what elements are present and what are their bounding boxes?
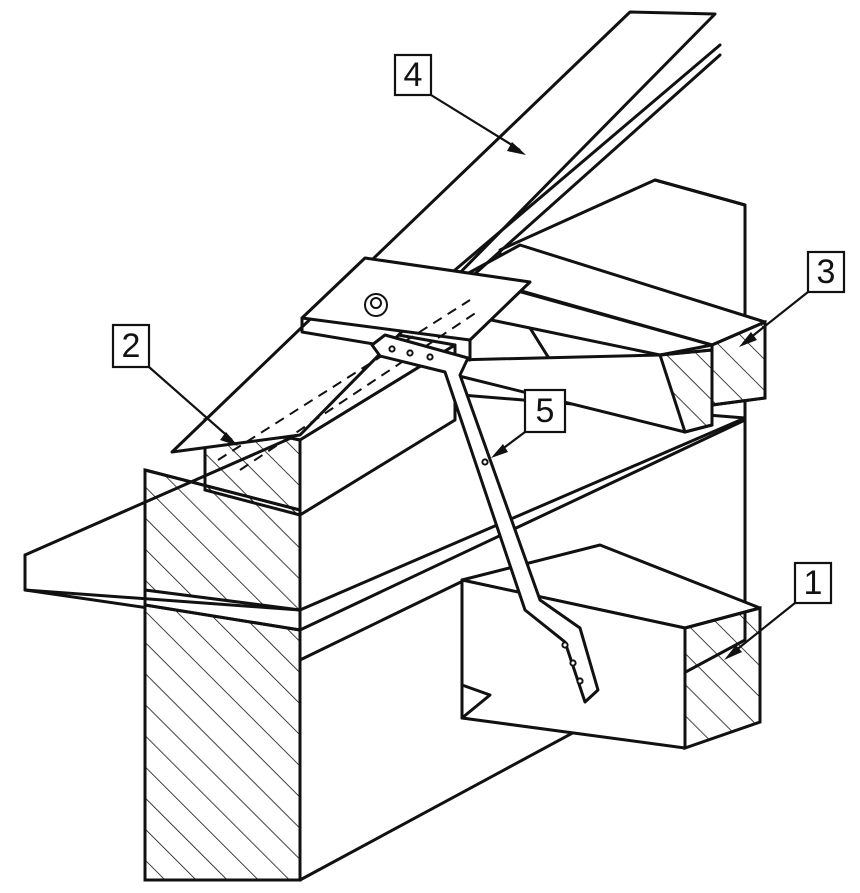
callout-3-label: 3 — [817, 253, 836, 291]
callout-5-label: 5 — [536, 392, 555, 430]
callout-2-label: 2 — [122, 327, 141, 365]
callout-5: 5 — [491, 388, 567, 458]
callout-3: 3 — [739, 250, 846, 347]
callout-1-label: 1 — [804, 564, 823, 602]
callout-4-label: 4 — [404, 56, 423, 94]
rafter — [170, 10, 722, 454]
cross-plank — [300, 256, 532, 362]
steel-strap — [370, 333, 600, 704]
hidden-rafter-lines — [217, 299, 481, 471]
callout-2: 2 — [111, 323, 238, 446]
callout-1: 1 — [724, 561, 833, 660]
callout-4: 4 — [393, 53, 526, 155]
floor-beam — [460, 543, 762, 751]
